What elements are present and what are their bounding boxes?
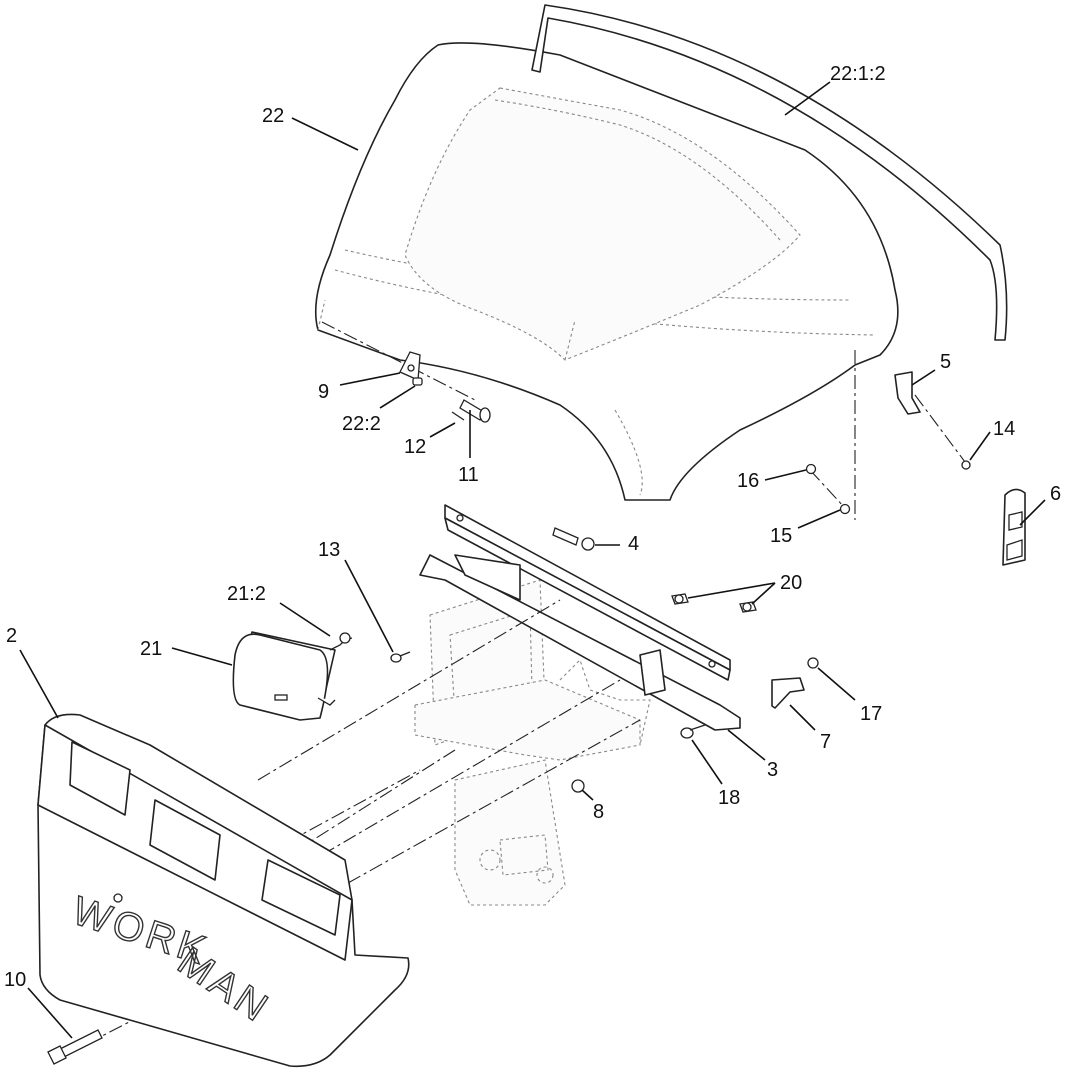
headlight-part-21	[232, 631, 353, 721]
align-line-e	[199, 769, 421, 891]
callout-15: 15	[770, 525, 792, 547]
callout-12: 12	[404, 436, 426, 458]
callout-labels: 22 22:1:2 9 22:2 12 11 5 14 16 15 6 4 13…	[4, 63, 1061, 991]
callout-5: 5	[940, 351, 951, 373]
callout-21-2: 21:2	[227, 583, 266, 605]
crossbar-part-3	[419, 504, 741, 731]
leader-lines	[19, 81, 1046, 1039]
bolt-part-13	[390, 651, 411, 663]
callout-14: 14	[993, 418, 1015, 440]
callout-16: 16	[737, 470, 759, 492]
callout-22-2: 22:2	[342, 413, 381, 435]
hinge-pin-axis	[321, 321, 476, 401]
callout-22-1-2: 22:1:2	[830, 63, 886, 85]
nut-part-17	[807, 657, 819, 669]
align-line-b	[321, 679, 621, 856]
callout-10: 10	[4, 969, 26, 991]
callout-17: 17	[860, 703, 882, 725]
align-line-a	[257, 599, 561, 781]
rubber-latch-part-6	[1002, 488, 1026, 566]
callout-13: 13	[318, 539, 340, 561]
callout-21: 21	[140, 638, 162, 660]
latch-axis-14	[914, 394, 966, 463]
nut-part-14	[961, 460, 971, 470]
frame-mount-ghost	[414, 579, 651, 906]
callout-9: 9	[318, 381, 329, 403]
nut-part-8	[571, 779, 585, 793]
grille-part-2: WORK MAN	[37, 713, 410, 1068]
bolt-part-18	[680, 724, 706, 739]
hinge-pin-part-11	[459, 399, 491, 423]
washer-part-15	[839, 503, 851, 515]
callout-4: 4	[628, 533, 639, 555]
bolt-part-10	[47, 1029, 103, 1065]
callout-7: 7	[820, 731, 831, 753]
callout-3: 3	[767, 759, 778, 781]
callout-11: 11	[458, 464, 479, 486]
bracket-part-7	[771, 677, 805, 709]
callout-20: 20	[780, 572, 802, 594]
seal-strip-part-22-1-2	[531, 4, 1008, 341]
callout-6: 6	[1050, 483, 1061, 505]
washer-axis-16	[809, 469, 846, 509]
washer-part-16	[805, 463, 817, 475]
hood-part-22	[314, 42, 899, 501]
pin-part-22-2	[412, 377, 423, 386]
align-line-c	[347, 719, 641, 884]
callout-22: 22	[262, 105, 284, 127]
callout-8: 8	[593, 801, 604, 823]
callout-18: 18	[718, 787, 740, 809]
callout-2: 2	[6, 625, 17, 647]
bolt-part-4	[552, 527, 595, 551]
bolts-part-20	[671, 593, 757, 613]
hinge-plate-part-9	[399, 351, 421, 381]
clip-part-12	[451, 411, 465, 421]
latch-bracket-part-5	[894, 371, 921, 415]
